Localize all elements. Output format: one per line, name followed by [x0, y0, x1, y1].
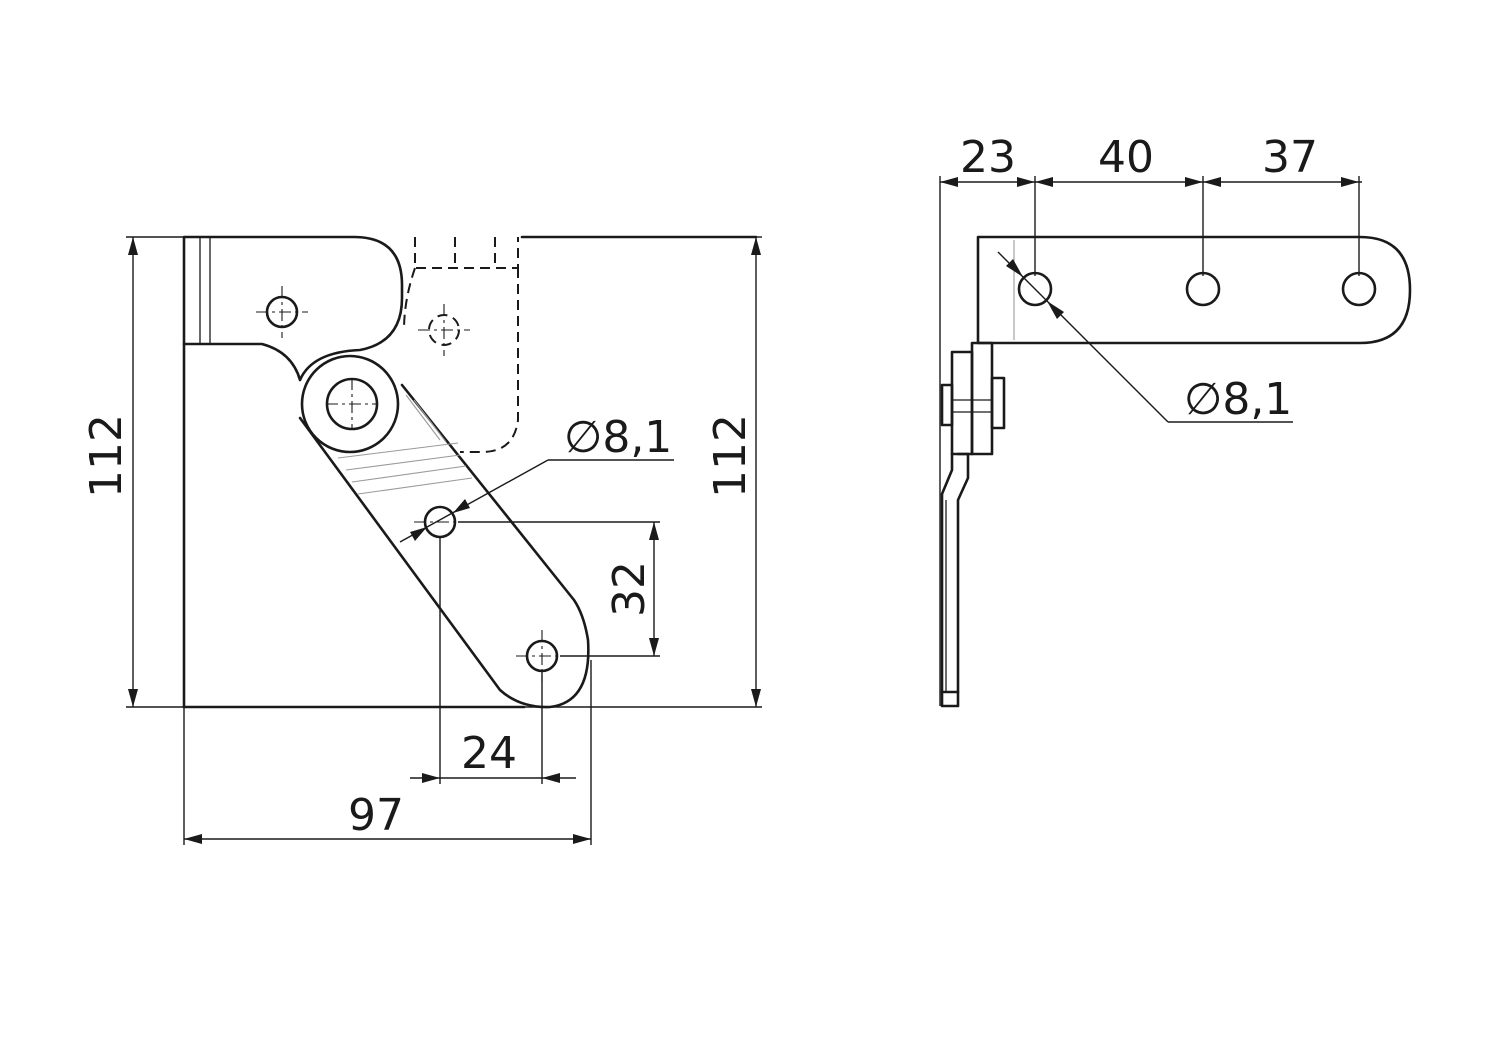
arrow [649, 638, 659, 656]
dim-side-37-label: 37 [1262, 132, 1318, 183]
knuckle-plate [970, 341, 994, 456]
arm-shade-3 [351, 465, 467, 483]
arm-shade-6 [413, 399, 447, 443]
arrow [410, 527, 427, 541]
dim-side-diameter-leader [997, 251, 1169, 423]
knuckle-nut [990, 376, 1006, 430]
center-marks [256, 286, 568, 682]
dim-24-label: 24 [461, 728, 517, 779]
arrow [184, 834, 202, 844]
arrow [1047, 301, 1064, 319]
arrow [128, 237, 138, 255]
dim-height-right-label: 112 [705, 414, 756, 498]
dim-side-40-label: 40 [1098, 132, 1154, 183]
arrow [422, 773, 440, 783]
arrow [1006, 259, 1023, 277]
knuckle-body [950, 350, 974, 456]
arrow [1341, 177, 1359, 187]
arm-shade-5 [405, 394, 441, 441]
dim-32-label: 32 [604, 561, 655, 617]
side-hole-3 [1341, 271, 1377, 307]
front-view: 112 112 ∅8,1 32 24 97 [81, 235, 762, 845]
hidden-tab [403, 237, 519, 453]
arrow [1203, 177, 1221, 187]
arrow [542, 773, 560, 783]
arm-shade-1 [337, 442, 459, 459]
side-lower-leaf [940, 452, 970, 708]
arrow [751, 689, 761, 707]
swing-arm [298, 383, 590, 709]
arm-shade-4 [357, 477, 473, 495]
side-view: 23 40 37 ∅8,1 [939, 132, 1412, 708]
dim-side-23-label: 23 [960, 132, 1016, 183]
dim-97-label: 97 [348, 790, 404, 841]
knuckle-washer [940, 383, 954, 427]
arrow [1185, 177, 1203, 187]
side-arm [976, 235, 1412, 345]
side-hole-2 [1185, 271, 1221, 307]
arrow [453, 499, 470, 513]
arrow [128, 689, 138, 707]
arrow [649, 522, 659, 540]
arrow [940, 177, 958, 187]
arrow [1035, 177, 1053, 187]
dim-height-left-label: 112 [81, 414, 132, 498]
arm-shade-2 [345, 454, 461, 471]
top-plate [182, 235, 404, 382]
dim-side-diameter-label: ∅8,1 [1184, 374, 1292, 425]
arrow [751, 237, 761, 255]
arrow [573, 834, 591, 844]
dim-diameter-label: ∅8,1 [564, 412, 672, 463]
arrow [1017, 177, 1035, 187]
